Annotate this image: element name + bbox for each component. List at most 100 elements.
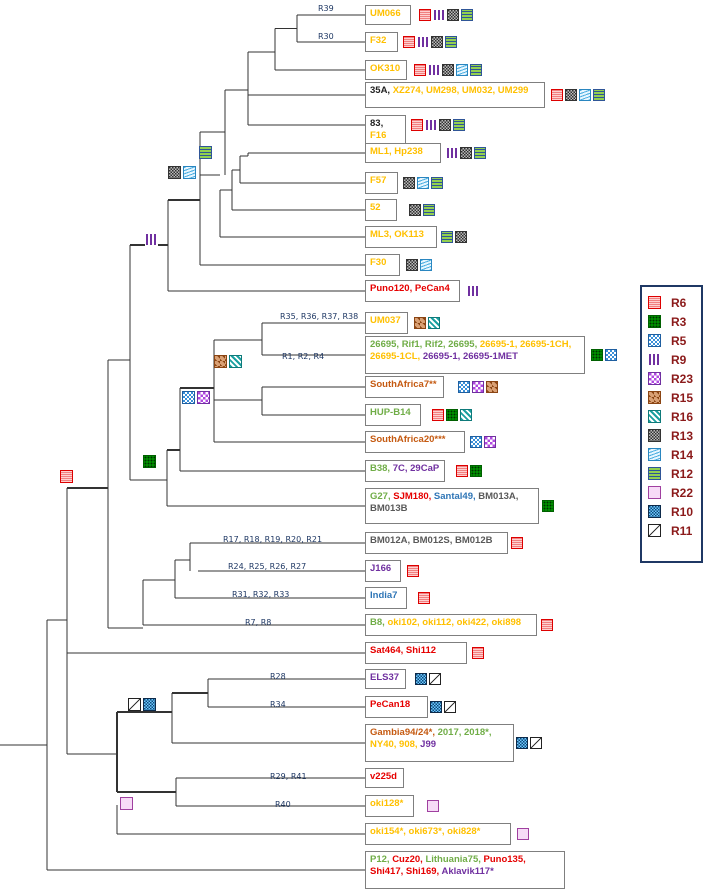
legend-row: R5 (648, 331, 701, 350)
r6-marker-icon (403, 36, 415, 48)
r13-legend-icon (648, 429, 661, 442)
r6-legend-icon (648, 296, 661, 309)
strain-leaf-box: G27, SJM180, Santal49, BM013A, BM013B (365, 488, 539, 524)
r14-marker-icon (183, 166, 196, 179)
r9-legend-icon (648, 353, 661, 366)
r11-legend-icon (648, 524, 661, 537)
r5-marker-icon (470, 436, 482, 448)
leaf-marks (406, 259, 432, 271)
r6-marker-icon (418, 592, 430, 604)
leaf-marks (470, 436, 496, 448)
strain-name: 83, (370, 118, 384, 129)
r6-marker-icon (60, 470, 73, 483)
r10-marker-icon (143, 698, 156, 711)
strain-name: XZ274, UM298, UM032, UM299 (392, 85, 529, 96)
strain-leaf-box: 83, F16 (365, 115, 406, 145)
r13-marker-icon (439, 119, 451, 131)
legend-label: R14 (671, 447, 694, 462)
branch-label: R29, R41 (270, 772, 307, 781)
strain-name: UM066 (370, 8, 401, 19)
strain-name: F30 (370, 257, 387, 268)
r22-legend-icon (648, 486, 661, 499)
r22-marker-icon (517, 828, 529, 840)
legend-row: R12 (648, 464, 701, 483)
leaf-marks (446, 147, 486, 159)
leaf-marks (427, 800, 439, 812)
leaf-marks (430, 701, 456, 713)
r13-marker-icon (442, 64, 454, 76)
leaf-marks (517, 828, 529, 840)
branch-label: R7, R8 (245, 618, 272, 627)
r11-marker-icon (444, 701, 456, 713)
r12-marker-icon (423, 204, 435, 216)
leaf-marks (456, 465, 482, 477)
r13-marker-icon (447, 9, 459, 21)
strain-name: B8, (370, 617, 388, 628)
legend-row: R15 (648, 388, 701, 407)
leaf-marks (542, 500, 554, 512)
branch-label: R39 (318, 4, 334, 13)
r15-marker-icon (486, 381, 498, 393)
legend-row: R11 (648, 521, 701, 540)
branch-label: R17, R18, R19, R20, R21 (223, 535, 323, 544)
strain-name: Santal49, (433, 491, 479, 502)
r10-legend-icon (648, 505, 661, 518)
leaf-marks (414, 317, 440, 329)
strain-name: 26695, Rif1, Rif2, 26695, (370, 339, 480, 350)
strain-name: oki102, oki112, oki422, oki898 (387, 617, 522, 628)
r12-marker-icon (474, 147, 486, 159)
strain-name: oki154*, oki673*, oki828* (370, 826, 481, 837)
r14-legend-icon (648, 448, 661, 461)
strain-leaf-box: B38, 7C, 29CaP (365, 460, 445, 482)
leaf-marks (441, 231, 467, 243)
leaf-marks (516, 737, 542, 749)
strain-name: B38, (370, 463, 393, 474)
r12-marker-icon (445, 36, 457, 48)
legend-row: R16 (648, 407, 701, 426)
leaf-marks (432, 409, 472, 421)
r14-marker-icon (579, 89, 591, 101)
strain-leaf-box: OK310 (365, 60, 407, 80)
strain-leaf-box: oki128* (365, 795, 414, 817)
leaf-marks (414, 64, 482, 76)
strain-name: Cuz20, (392, 854, 426, 865)
node-marks (199, 146, 212, 159)
strain-leaf-box: SouthAfrica7** (365, 376, 444, 398)
strain-leaf-box: F30 (365, 254, 400, 276)
branch-label: R30 (318, 32, 334, 41)
strain-name: 7C, 29CaP (392, 463, 440, 474)
branch-label: R24, R25, R26, R27 (228, 562, 307, 571)
strain-name: 35A, (370, 85, 393, 96)
leaf-marks (419, 9, 473, 21)
r13-marker-icon (168, 166, 181, 179)
r23-legend-icon (648, 372, 661, 385)
r5-legend-icon (648, 334, 661, 347)
r5-marker-icon (182, 391, 195, 404)
strain-name: J99 (420, 739, 437, 750)
strain-name: Shi417, Shi169, (370, 866, 442, 877)
branch-label: R31, R32, R33 (232, 590, 290, 599)
r9-marker-icon (433, 9, 445, 21)
r15-marker-icon (414, 317, 426, 329)
r10-marker-icon (516, 737, 528, 749)
node-marks (145, 233, 158, 246)
r12-marker-icon (199, 146, 212, 159)
r3-marker-icon (591, 349, 603, 361)
strain-name: 52 (370, 202, 381, 213)
legend-label: R12 (671, 466, 694, 481)
r9-marker-icon (425, 119, 437, 131)
r23-marker-icon (197, 391, 210, 404)
node-marks (128, 698, 156, 711)
r14-marker-icon (417, 177, 429, 189)
leaf-marks (415, 673, 441, 685)
strain-name: BM012A, BM012S, BM012B (370, 535, 493, 546)
strain-name: v225d (370, 771, 397, 782)
node-marks (182, 391, 210, 404)
legend-label: R22 (671, 485, 694, 500)
r6-marker-icon (414, 64, 426, 76)
strain-leaf-box: HUP-B14 (365, 404, 421, 426)
r3-marker-icon (470, 465, 482, 477)
strain-name: Lithuania75, (425, 854, 484, 865)
legend-row: R14 (648, 445, 701, 464)
strain-leaf-box: UM066 (365, 5, 411, 25)
